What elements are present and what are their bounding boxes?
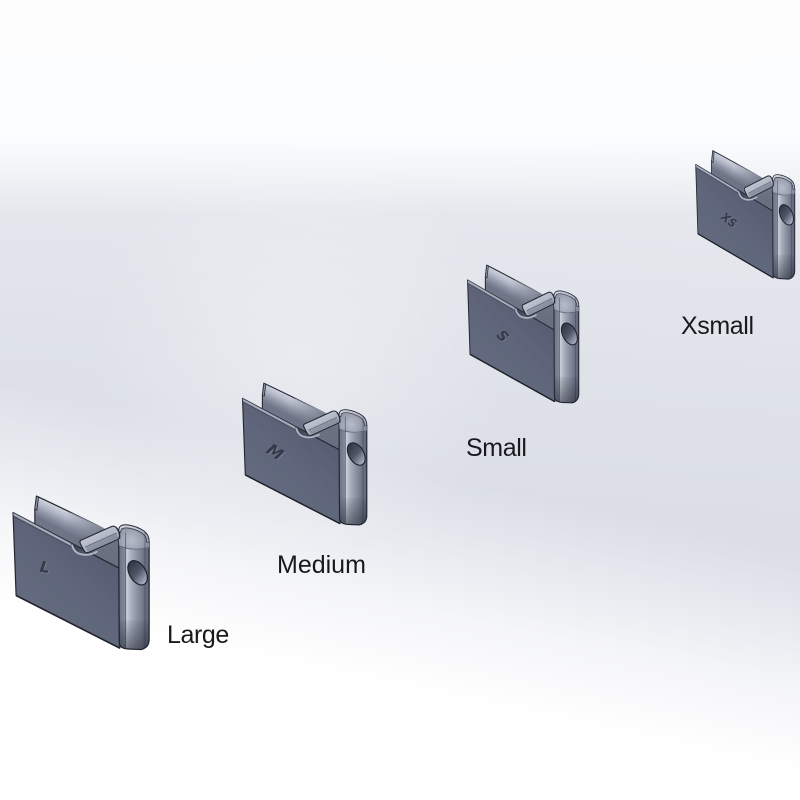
- part-body: [466, 264, 582, 404]
- part-body: [12, 495, 153, 651]
- part-body: [694, 149, 798, 280]
- label-large: Large: [167, 621, 229, 649]
- part-medium[interactable]: MM: [241, 382, 370, 526]
- part-small[interactable]: SS: [466, 264, 582, 404]
- part-large[interactable]: LL: [12, 495, 153, 651]
- label-xsmall: Xsmall: [681, 312, 754, 340]
- label-medium: Medium: [277, 551, 366, 579]
- label-small: Small: [466, 434, 527, 462]
